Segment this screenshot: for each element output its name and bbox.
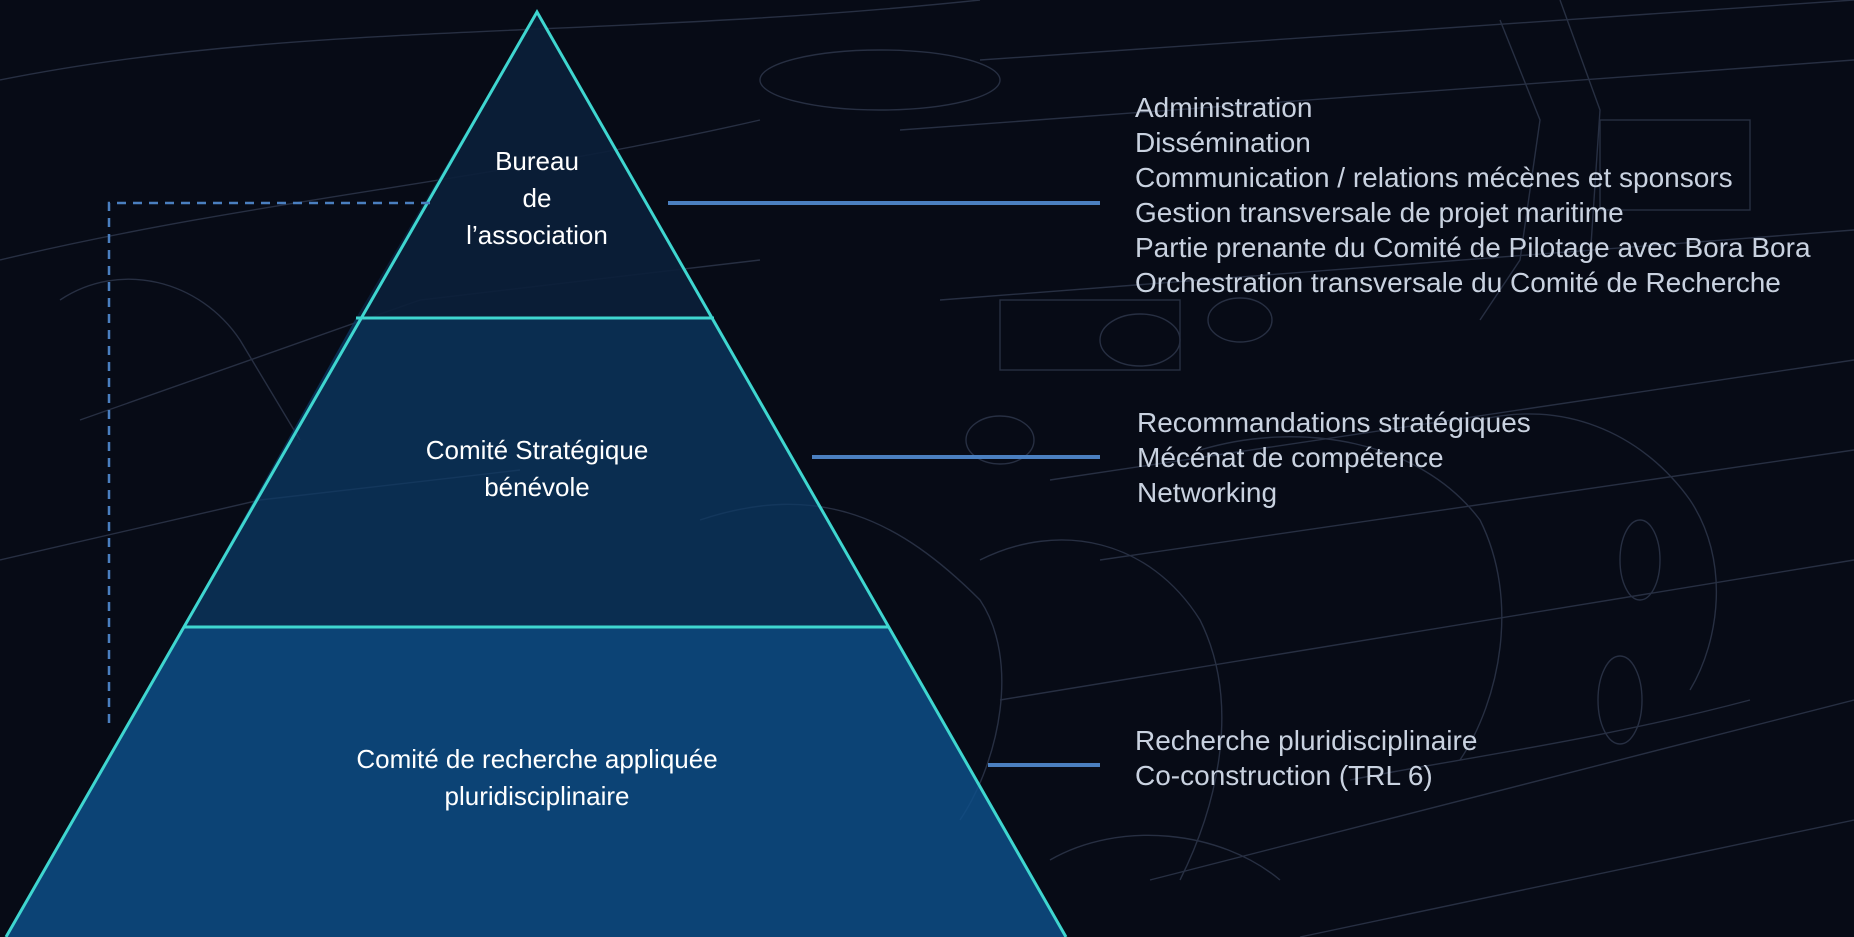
tier-label-line: bénévole <box>484 472 590 502</box>
dashed-bracket <box>107 201 430 730</box>
tier-label-line: Bureau <box>495 146 579 176</box>
tier-label-line: Comité Stratégique <box>425 435 649 465</box>
tier-middle <box>183 318 888 627</box>
list-item: Recherche pluridisciplinaire <box>1135 725 1478 756</box>
list-item: Orchestration transversale du Comité de … <box>1135 267 1781 298</box>
list-item: Mécénat de compétence <box>1137 442 1444 473</box>
tier-top-items: Administration Dissémination Communicati… <box>1135 90 1811 300</box>
list-item: Gestion transversale de projet maritime <box>1135 197 1624 228</box>
list-item: Co-construction (TRL 6) <box>1135 760 1433 791</box>
list-item: Dissémination <box>1135 127 1311 158</box>
tier-label-line: pluridisciplinaire <box>444 781 630 811</box>
tier-bottom <box>6 627 1066 937</box>
tier-label-strategic: Comité Stratégique bénévole <box>426 432 649 506</box>
tier-label-line: de <box>522 183 552 213</box>
list-item: Communication / relations mécènes et spo… <box>1135 162 1733 193</box>
tier-top <box>356 12 714 318</box>
list-item: Partie prenante du Comité de Pilotage av… <box>1135 232 1811 263</box>
tier-label-line: Comité de recherche appliquée <box>356 744 718 774</box>
tier-label-research: Comité de recherche appliquée pluridisci… <box>356 741 717 815</box>
list-item: Networking <box>1137 477 1278 508</box>
list-item: Administration <box>1135 92 1313 123</box>
tier-label-bureau: Bureau de l’association <box>466 143 608 254</box>
list-item: Recommandations stratégiques <box>1137 407 1531 438</box>
pyramid-outline <box>4 8 1068 937</box>
tier-middle-items: Recommandations stratégiques Mécénat de … <box>1137 405 1531 510</box>
tier-label-line: l’association <box>466 220 608 250</box>
tier-bottom-items: Recherche pluridisciplinaire Co-construc… <box>1135 723 1477 793</box>
